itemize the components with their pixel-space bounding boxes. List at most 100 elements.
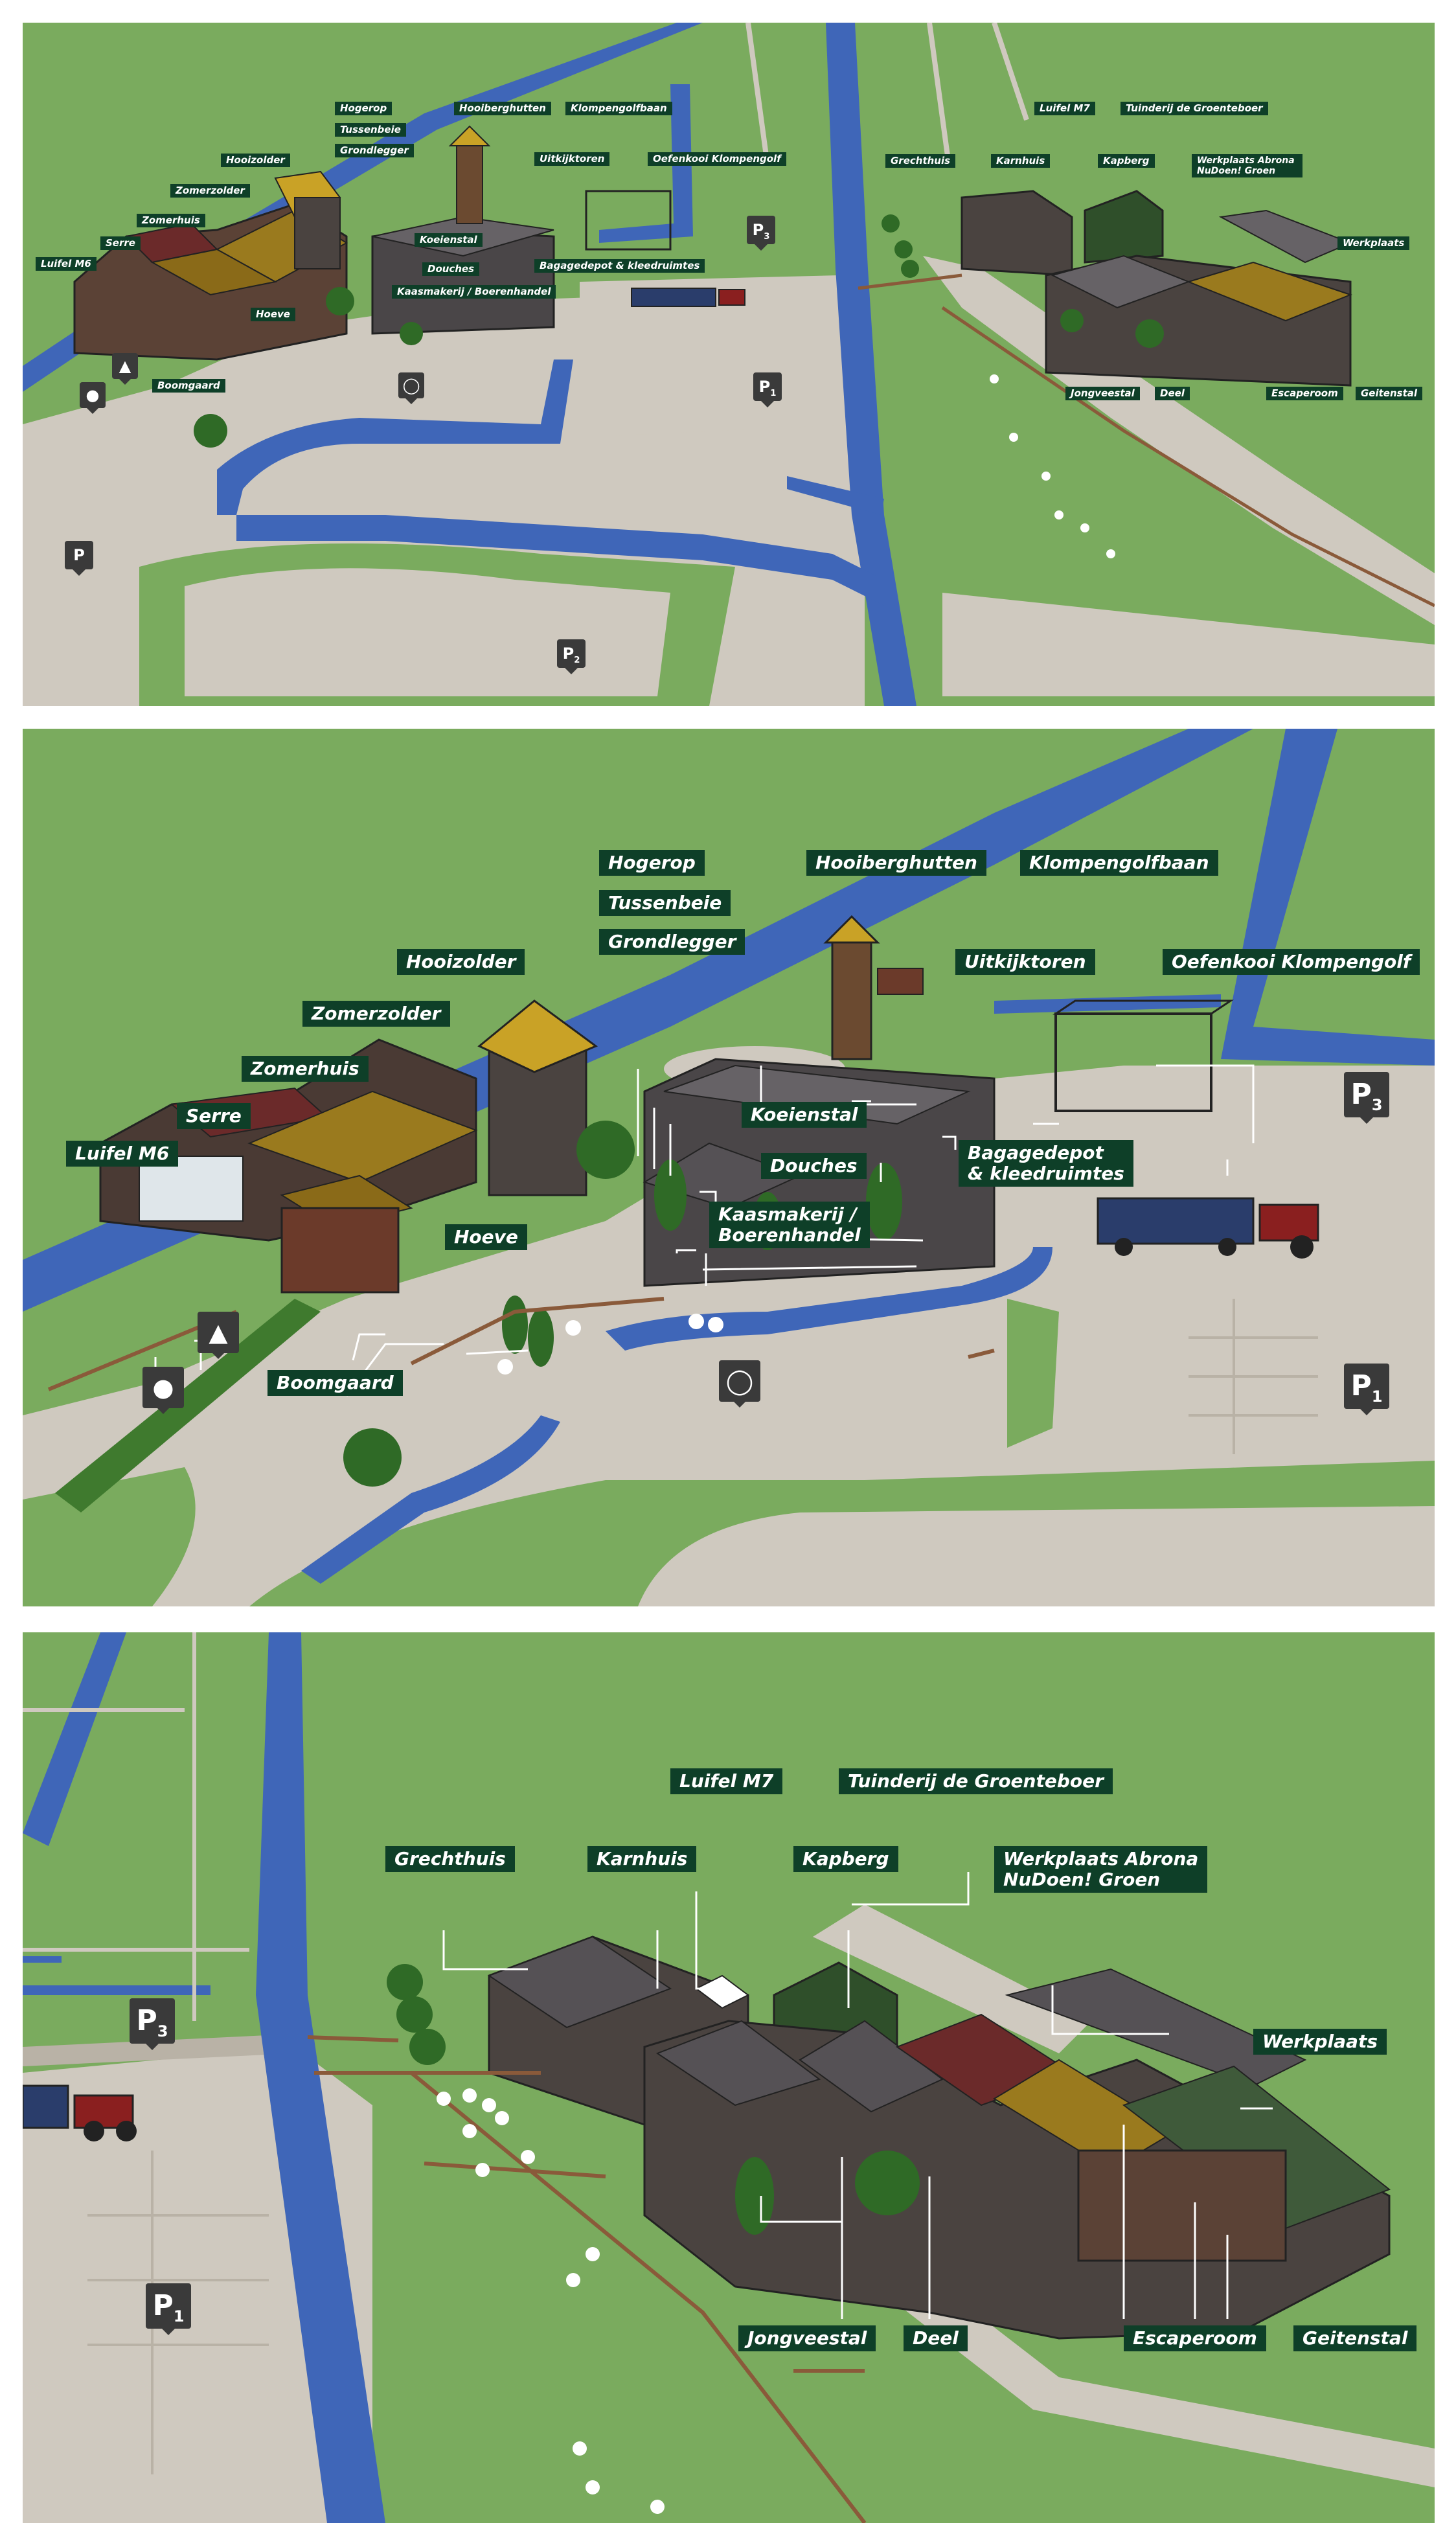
label-douches[interactable]: Douches — [422, 262, 480, 277]
label-boomgaard[interactable]: Boomgaard — [267, 1370, 403, 1397]
label-luifel-m6[interactable]: Luifel M6 — [66, 1141, 179, 1167]
label-koeienstal[interactable]: Koeienstal — [742, 1102, 867, 1128]
label-deel[interactable]: Deel — [1155, 387, 1190, 401]
playground-icon[interactable]: ▲ — [112, 353, 138, 385]
label-boomgaard[interactable]: Boomgaard — [152, 379, 225, 393]
parking-p1-marker[interactable]: P1 — [753, 372, 782, 407]
bicycle-icon[interactable]: ◯ — [398, 372, 424, 404]
label-jongveestal[interactable]: Jongveestal — [738, 2325, 876, 2352]
label-grondlegger[interactable]: Grondlegger — [599, 929, 745, 955]
west-detail-map-panel: Hogerop Tussenbeie Grondlegger Hooibergh… — [23, 729, 1435, 1606]
label-grondlegger[interactable]: Grondlegger — [335, 144, 414, 158]
label-luifel-m7[interactable]: Luifel M7 — [1034, 102, 1095, 116]
overview-map-drawing — [23, 23, 1435, 706]
label-hooiberghutten[interactable]: Hooiberghutten — [806, 850, 986, 876]
label-hooizolder[interactable]: Hooizolder — [397, 949, 525, 976]
trampoline-icon[interactable]: ● — [80, 382, 106, 414]
parking-p3-number: 3 — [764, 231, 770, 242]
label-hooizolder[interactable]: Hooizolder — [221, 154, 290, 168]
label-werkplaats-abrona[interactable]: Werkplaats Abrona NuDoen! Groen — [1192, 154, 1302, 178]
label-klompengolfbaan[interactable]: Klompengolfbaan — [565, 102, 672, 116]
label-zomerhuis[interactable]: Zomerhuis — [242, 1056, 369, 1082]
parking-p1-number: 1 — [1371, 1387, 1383, 1406]
label-bagagedepot[interactable]: Bagagedepot & kleedruimtes — [959, 1140, 1133, 1187]
overview-map-panel: Hogerop Tussenbeie Grondlegger Hooibergh… — [23, 23, 1435, 706]
parking-p3-marker[interactable]: P3 — [1344, 1072, 1389, 1124]
label-douches[interactable]: Douches — [761, 1153, 867, 1180]
parking-bus-marker[interactable]: P — [65, 541, 93, 576]
parking-p3-marker[interactable]: P3 — [747, 216, 775, 251]
parking-p3-number: 3 — [157, 2022, 168, 2040]
label-uitkijktoren[interactable]: Uitkijktoren — [534, 152, 610, 166]
east-detail-tractor-bus — [23, 2084, 137, 2141]
label-uitkijktoren[interactable]: Uitkijktoren — [955, 949, 1095, 976]
label-kaasmakerij-line2: Boerenhandel — [718, 1224, 861, 1246]
label-zomerzolder[interactable]: Zomerzolder — [170, 184, 250, 198]
label-werkplaats[interactable]: Werkplaats — [1253, 2029, 1387, 2055]
label-geitenstal[interactable]: Geitenstal — [1293, 2325, 1417, 2352]
label-kaasmakerij[interactable]: Kaasmakerij / Boerenhandel — [392, 285, 556, 299]
parking-p3-number: 3 — [1371, 1095, 1383, 1114]
label-grechthuis[interactable]: Grechthuis — [385, 1846, 515, 1873]
label-karnhuis[interactable]: Karnhuis — [991, 154, 1051, 168]
label-tuinderij[interactable]: Tuinderij de Groenteboer — [1120, 102, 1268, 116]
parking-p1-letter: P — [758, 378, 771, 396]
label-escaperoom[interactable]: Escaperoom — [1124, 2325, 1266, 2352]
label-tuinderij[interactable]: Tuinderij de Groenteboer — [839, 1768, 1113, 1795]
west-detail-drawing — [23, 729, 1435, 1606]
label-kaasmakerij[interactable]: Kaasmakerij / Boerenhandel — [709, 1202, 870, 1249]
label-klompengolfbaan[interactable]: Klompengolfbaan — [1020, 850, 1218, 876]
label-hogerop[interactable]: Hogerop — [599, 850, 705, 876]
parking-p3-letter: P — [752, 221, 764, 239]
label-werkplaats-abrona-line1: Werkplaats Abrona — [1003, 1848, 1199, 1869]
label-karnhuis[interactable]: Karnhuis — [587, 1846, 697, 1873]
label-werkplaats-abrona-line2: NuDoen! Groen — [1003, 1869, 1161, 1891]
bicycle-icon[interactable]: ◯ — [719, 1360, 760, 1408]
label-kapberg[interactable]: Kapberg — [793, 1846, 898, 1873]
parking-p3-letter: P — [1350, 1078, 1372, 1111]
label-hogerop[interactable]: Hogerop — [335, 102, 392, 116]
label-hooiberghutten[interactable]: Hooiberghutten — [454, 102, 551, 116]
label-werkplaats-abrona[interactable]: Werkplaats Abrona NuDoen! Groen — [994, 1846, 1208, 1893]
parking-p1-marker[interactable]: P1 — [1344, 1364, 1389, 1415]
west-detail-sheep — [497, 1314, 723, 1375]
label-hoeve[interactable]: Hoeve — [251, 308, 295, 322]
label-oefenkooi[interactable]: Oefenkooi Klompengolf — [648, 152, 786, 166]
label-luifel-m7[interactable]: Luifel M7 — [670, 1768, 783, 1795]
parking-p1-marker[interactable]: P1 — [146, 2283, 191, 2335]
label-tussenbeie[interactable]: Tussenbeie — [599, 890, 731, 917]
label-jongveestal[interactable]: Jongveestal — [1065, 387, 1140, 401]
label-bagagedepot[interactable]: Bagagedepot & kleedruimtes — [534, 259, 705, 273]
label-oefenkooi[interactable]: Oefenkooi Klompengolf — [1163, 949, 1420, 976]
label-geitenstal[interactable]: Geitenstal — [1356, 387, 1423, 401]
label-zomerzolder[interactable]: Zomerzolder — [302, 1001, 450, 1027]
east-detail-sheep — [437, 2088, 665, 2514]
label-hoeve[interactable]: Hoeve — [445, 1224, 527, 1251]
overview-trees — [194, 214, 1164, 448]
east-detail-drawing — [23, 1632, 1435, 2523]
parking-p3-marker[interactable]: P3 — [130, 1998, 175, 2050]
label-kaasmakerij-line1: Kaasmakerij / — [718, 1204, 857, 1225]
label-escaperoom[interactable]: Escaperoom — [1266, 387, 1343, 401]
label-koeienstal[interactable]: Koeienstal — [415, 233, 483, 247]
label-deel[interactable]: Deel — [904, 2325, 968, 2352]
label-grechthuis[interactable]: Grechthuis — [885, 154, 956, 168]
trampoline-icon[interactable]: ● — [142, 1367, 184, 1414]
parking-p2-number: 2 — [574, 655, 580, 665]
label-werkplaats[interactable]: Werkplaats — [1337, 236, 1410, 251]
east-detail-leader-lines — [442, 1872, 1273, 2319]
label-serre[interactable]: Serre — [100, 236, 141, 251]
label-kapberg[interactable]: Kapberg — [1098, 154, 1155, 168]
parking-p1-letter: P — [152, 2289, 174, 2322]
label-zomerhuis[interactable]: Zomerhuis — [137, 214, 205, 228]
label-tussenbeie[interactable]: Tussenbeie — [335, 123, 406, 137]
parking-p1-number: 1 — [173, 2307, 185, 2325]
label-bagagedepot-line2: & kleedruimtes — [968, 1163, 1124, 1185]
parking-p2-marker[interactable]: P2 — [557, 639, 586, 674]
playground-icon[interactable]: ▲ — [198, 1312, 239, 1359]
parking-p1-number: 1 — [770, 388, 777, 398]
parking-p3-letter: P — [136, 2004, 157, 2037]
label-luifel-m6[interactable]: Luifel M6 — [36, 257, 97, 271]
parking-p1-letter: P — [1350, 1369, 1372, 1402]
label-serre[interactable]: Serre — [177, 1103, 251, 1130]
